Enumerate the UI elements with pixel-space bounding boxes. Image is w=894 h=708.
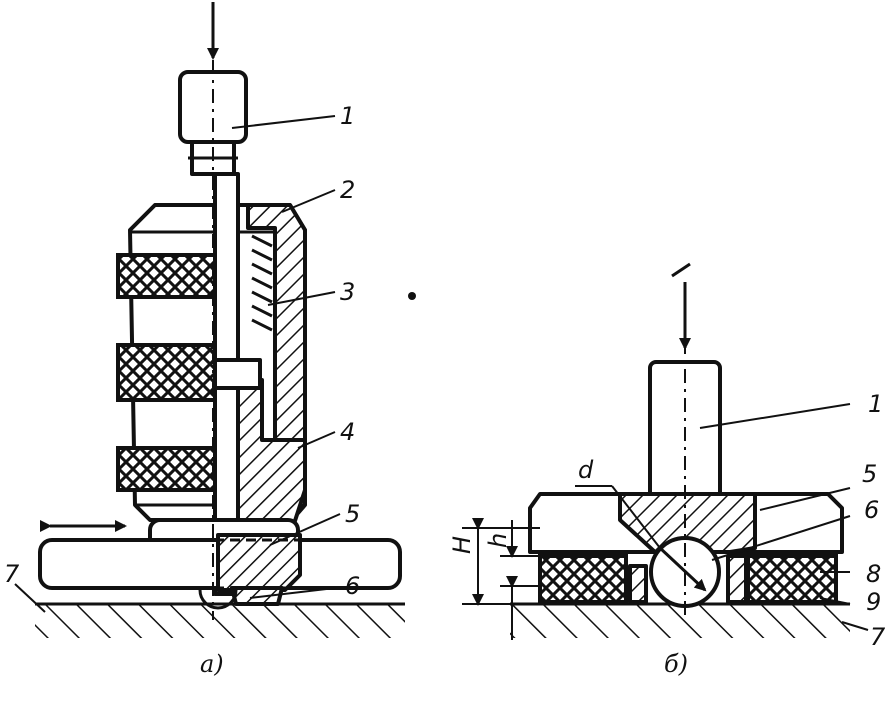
block-5-a xyxy=(216,533,302,592)
spring-3-a xyxy=(251,234,273,332)
leader-d2-b xyxy=(611,485,661,549)
knurl-ring-2-a xyxy=(116,343,220,402)
insert-left-b xyxy=(628,564,648,604)
base-plate-7-a xyxy=(35,604,405,638)
label-1-b: 1 xyxy=(868,390,883,418)
label-d-b: d xyxy=(578,456,594,484)
leader-3-a xyxy=(267,291,336,306)
label-5-a: 5 xyxy=(345,500,360,528)
label-5-b: 5 xyxy=(862,460,877,488)
knurl-ring-1-a xyxy=(116,253,220,299)
label-H-b: H xyxy=(448,536,476,554)
pin-a xyxy=(213,358,262,390)
insert-right-b xyxy=(726,554,748,604)
stray-mark xyxy=(408,292,416,300)
caption-b: б) xyxy=(664,650,688,678)
leader-4-a xyxy=(297,431,336,449)
label-7-a: 7 xyxy=(4,560,20,588)
label-3-a: 3 xyxy=(340,278,355,306)
leader-1-a xyxy=(231,115,336,129)
label-8-b: 8 xyxy=(866,560,881,588)
leader-6-a xyxy=(249,587,336,599)
knurl-right-b xyxy=(746,554,838,604)
leader-2-a xyxy=(281,189,336,213)
leader-5-a xyxy=(269,513,341,546)
label-9-b: 9 xyxy=(866,588,881,616)
ball-diameter-b xyxy=(658,546,707,592)
leader-7-b xyxy=(841,621,869,631)
figure-b: 1 5 6 8 9 7 d H h б) xyxy=(448,262,886,678)
knurl-ring-3-a xyxy=(116,446,220,492)
base-plate-7-b xyxy=(510,604,850,638)
leader-1-b xyxy=(699,403,851,429)
label-7-b: 7 xyxy=(870,623,886,651)
caption-a: a) xyxy=(200,650,224,678)
label-2-a: 2 xyxy=(340,176,355,204)
knurl-left-b xyxy=(538,554,628,604)
label-6-b: 6 xyxy=(864,496,879,524)
ball-a xyxy=(198,589,238,610)
leader-7-a xyxy=(14,583,46,613)
label-h-b: h xyxy=(484,533,512,548)
figure-a: 1 2 3 4 5 6 7 a) xyxy=(4,2,405,678)
leader-9-b xyxy=(819,597,851,605)
leader-6-b xyxy=(711,515,851,561)
leader-5-b xyxy=(759,487,851,511)
label-4-a: 4 xyxy=(340,418,355,446)
block-5-b xyxy=(618,492,757,554)
label-6-a: 6 xyxy=(345,572,360,600)
label-1-a: 1 xyxy=(340,102,355,130)
arrow-tick-b xyxy=(671,262,691,278)
